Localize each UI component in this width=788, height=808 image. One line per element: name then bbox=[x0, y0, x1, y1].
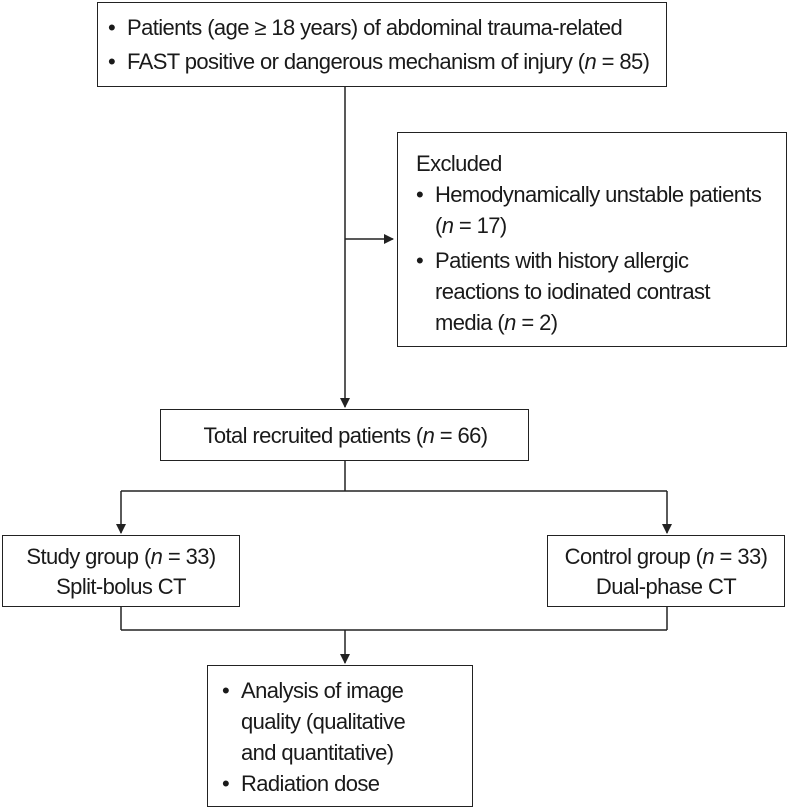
control-group-line2: Dual-phase CT bbox=[595, 574, 737, 599]
excluded-item-2-line3: media (n = 2) bbox=[435, 310, 558, 335]
outcome-box: • Analysis of image quality (qualitative… bbox=[207, 665, 473, 807]
excluded-heading: Excluded bbox=[416, 151, 502, 176]
study-group-line1: Study group (n = 33) bbox=[26, 544, 216, 569]
excluded-item-2-line2: reactions to iodinated contrast bbox=[435, 279, 711, 304]
excluded-item-1-line1: Hemodynamically unstable patients bbox=[435, 182, 762, 207]
study-group-line2: Split-bolus CT bbox=[56, 574, 186, 599]
bullet: • bbox=[416, 248, 424, 273]
inclusion-item-2-text: FAST positive or dangerous mechanism of … bbox=[127, 49, 650, 74]
excluded-box: Excluded • Hemodynamically unstable pati… bbox=[397, 132, 787, 347]
total-recruited-box: Total recruited patients (n = 66) bbox=[160, 409, 529, 461]
excluded-item-2-line1: Patients with history allergic bbox=[435, 248, 689, 273]
inclusion-item-1-text: Patients (age ≥ 18 years) of abdominal t… bbox=[127, 15, 623, 40]
outcome-item-1-line1: Analysis of image bbox=[241, 678, 404, 703]
study-group-box: Study group (n = 33) Split-bolus CT bbox=[2, 535, 240, 607]
bullet: • bbox=[108, 15, 116, 40]
inclusion-box: • Patients (age ≥ 18 years) of abdominal… bbox=[97, 2, 667, 87]
outcome-item-2-line1: Radiation dose bbox=[241, 771, 380, 796]
bullet: • bbox=[108, 49, 116, 74]
excluded-item-1-line2: (n = 17) bbox=[435, 213, 507, 238]
bullet: • bbox=[222, 771, 230, 796]
control-group-line1: Control group (n = 33) bbox=[564, 544, 768, 569]
control-group-box: Control group (n = 33) Dual-phase CT bbox=[547, 535, 785, 607]
bullet: • bbox=[222, 678, 230, 703]
bullet: • bbox=[416, 182, 424, 207]
total-recruited-text: Total recruited patients (n = 66) bbox=[203, 423, 488, 448]
outcome-item-1-line2: quality (qualitative bbox=[241, 709, 406, 734]
outcome-item-1-line3: and quantitative) bbox=[241, 740, 394, 765]
